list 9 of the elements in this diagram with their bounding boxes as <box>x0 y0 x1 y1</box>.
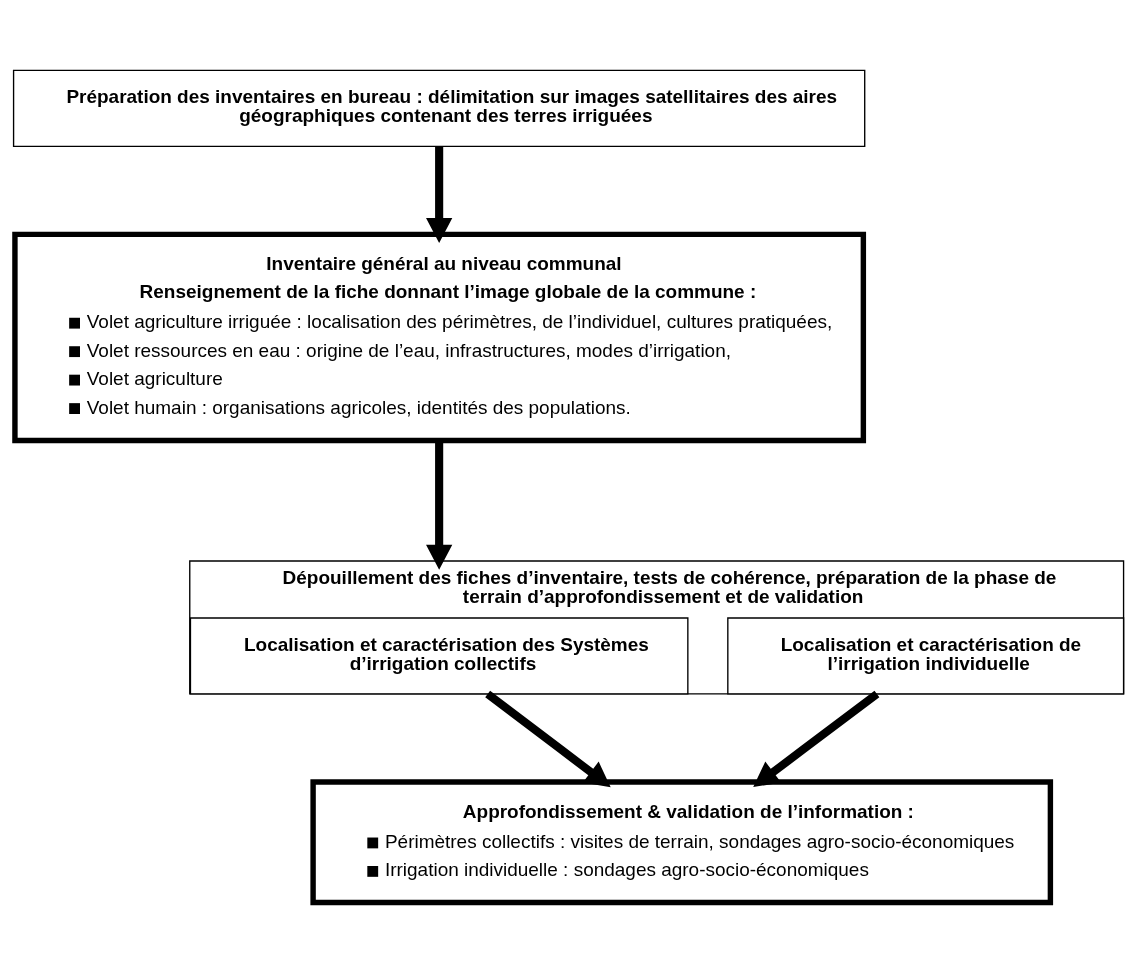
arrow <box>426 440 453 570</box>
node-box: Préparation des inventaires en bureau : délimitation sur images satellitaires des aires géographiques contenant des terres irriguées <box>12 69 866 147</box>
node-box: Localisation et caractérisation des Systèmes d’irrigation collectifs <box>189 617 689 695</box>
arrow <box>485 690 611 788</box>
arrow <box>753 690 880 788</box>
arrow <box>426 146 453 243</box>
node-box: Inventaire général au niveau communal Renseignement de la fiche donnant l’image globale de la commune : Volet agriculture irriguée : localisation des périmètres, de l’individuel, cultures pratiquées, Volet ressources en eau : origine de l’eau, infrastructures, modes d’irrigation, Volet agriculture Volet humain : organisations agricoles, identités des populations. <box>12 231 867 444</box>
node-box: Approfondissement & validation de l’information : Périmètres collectifs : visites de terrain, sondages agro-socio-économiques Irrigation individuelle : sondages agro-socio-économiques <box>310 779 1054 906</box>
node-box: Localisation et caractérisation de l’irrigation individuelle <box>727 617 1125 695</box>
